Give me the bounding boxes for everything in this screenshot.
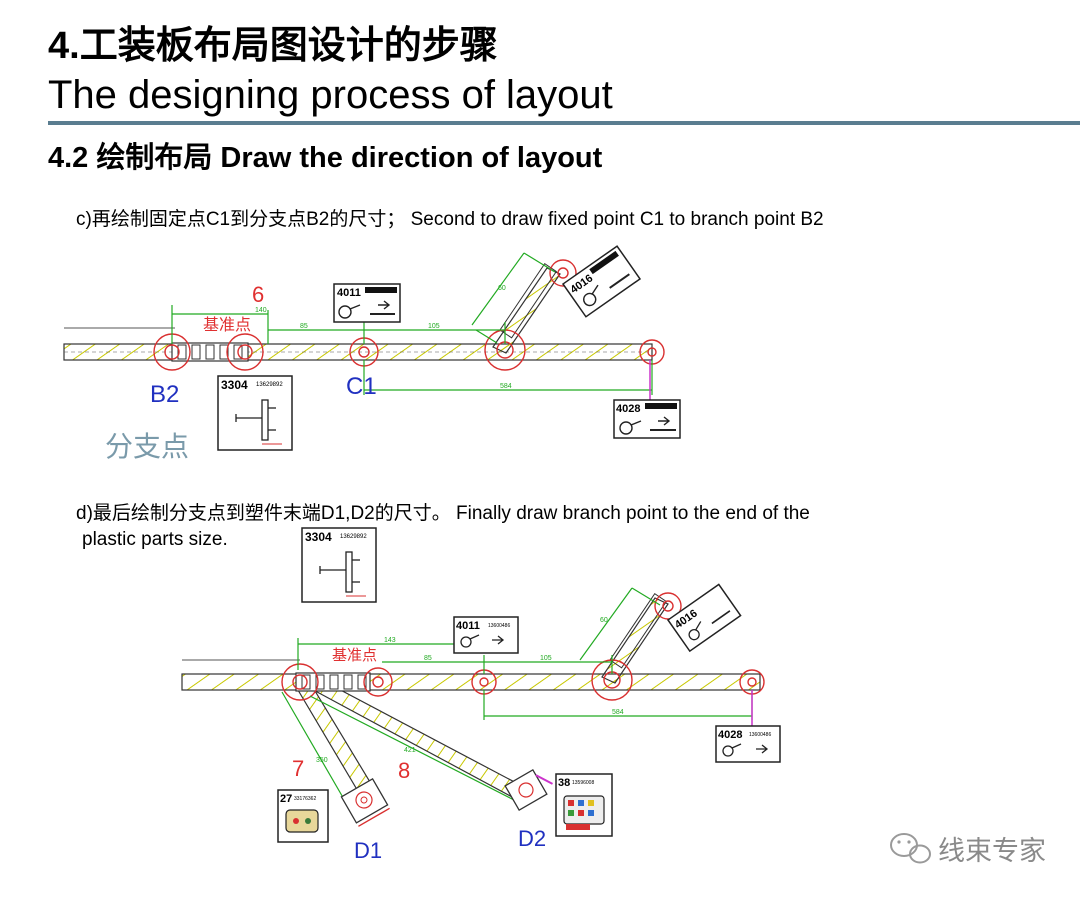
slide-title-english: The designing process of layout [48, 73, 613, 117]
diagram-c: 140 85 105 60 584 6 基准点 B2 C1 分支点 4011 4… [63, 245, 681, 463]
connector-27-d: 27 33176362 [277, 789, 329, 843]
connector-part: 13629892 [340, 534, 367, 540]
dim-d-4: 60 [600, 617, 608, 624]
connector-3304-c: 3304 13629892 [217, 375, 293, 451]
dim-d-7: 421 [404, 747, 416, 754]
title-divider [48, 121, 1080, 125]
dim-d-6: 350 [316, 757, 328, 764]
dim-d-2: 85 [424, 655, 432, 662]
step-c-text: c)再绘制固定点C1到分支点B2的尺寸； Second to draw fixe… [76, 209, 824, 230]
ref-point-label-d: 基准点 [332, 647, 377, 664]
connector-code: 4011 [456, 620, 480, 632]
connector-4016-c: 4016 [561, 245, 642, 318]
section-subtitle: 4.2 绘制布局 Draw the direction of layout [48, 142, 603, 174]
connector-code: 4028 [616, 403, 640, 415]
connector-part: 33176362 [294, 796, 316, 802]
point-d2-label: D2 [518, 826, 546, 851]
dim-c-4: 60 [498, 285, 506, 292]
connector-code: 3304 [305, 530, 332, 544]
dimensions-c [171, 252, 653, 395]
dim-d-1: 143 [384, 637, 396, 644]
dim-c-3: 105 [428, 323, 440, 330]
branch-point-label: 分支点 [105, 430, 189, 463]
connector-4011-d: 4011 13600486 [453, 616, 519, 654]
dim-label-8: 8 [398, 758, 410, 783]
dim-d-5: 584 [612, 709, 624, 716]
connector-4028-c: 4028 [613, 399, 681, 439]
dim-label-6: 6 [252, 282, 264, 307]
connector-part: 13600486 [488, 623, 510, 629]
watermark-text: 线束专家 [938, 836, 1046, 867]
connector-code: 4011 [337, 287, 361, 299]
point-b2-label: B2 [150, 381, 179, 408]
dim-c-5: 584 [500, 383, 512, 390]
slide-title-chinese: 4.工装板布局图设计的步骤 [48, 25, 498, 67]
connector-code: 27 [280, 793, 292, 805]
dim-c-1: 140 [255, 307, 267, 314]
step-d-text-line2: plastic parts size. [82, 529, 228, 550]
ref-point-label-c: 基准点 [203, 316, 251, 334]
terminal-d1 [340, 777, 390, 827]
connector-4028-d: 4028 13600486 [715, 725, 781, 763]
wechat-icon [890, 833, 931, 864]
connector-part: 13600486 [749, 732, 771, 738]
watermark: 线束专家 [890, 833, 1046, 867]
connector-code: 3304 [221, 378, 248, 392]
connector-3304-d: 3304 13629892 [301, 527, 377, 603]
connector-part: 13629892 [256, 382, 283, 388]
clip-block-b2 [171, 342, 249, 362]
connector-code: 38 [558, 777, 570, 789]
clip-block-d [295, 672, 371, 692]
terminal-d2 [504, 768, 553, 812]
main-bundle-d [181, 659, 761, 691]
diagram-d: 3304 13629892 [181, 527, 781, 863]
step-d-text-line1: d)最后绘制分支点到塑件末端D1,D2的尺寸。 Finally draw bra… [76, 503, 810, 524]
dim-label-7: 7 [292, 756, 304, 781]
connector-part: 13596008 [572, 780, 594, 786]
main-bundle-c [63, 327, 653, 361]
point-c1-label: C1 [346, 373, 377, 400]
dim-c-2: 85 [300, 323, 308, 330]
dim-d-3: 105 [540, 655, 552, 662]
connector-code: 4028 [718, 729, 742, 741]
connector-4011-c: 4011 [333, 283, 401, 323]
connector-4016-d: 4016 [666, 583, 742, 653]
point-d1-label: D1 [354, 838, 382, 863]
connector-38-d: 38 13596008 [555, 773, 613, 837]
